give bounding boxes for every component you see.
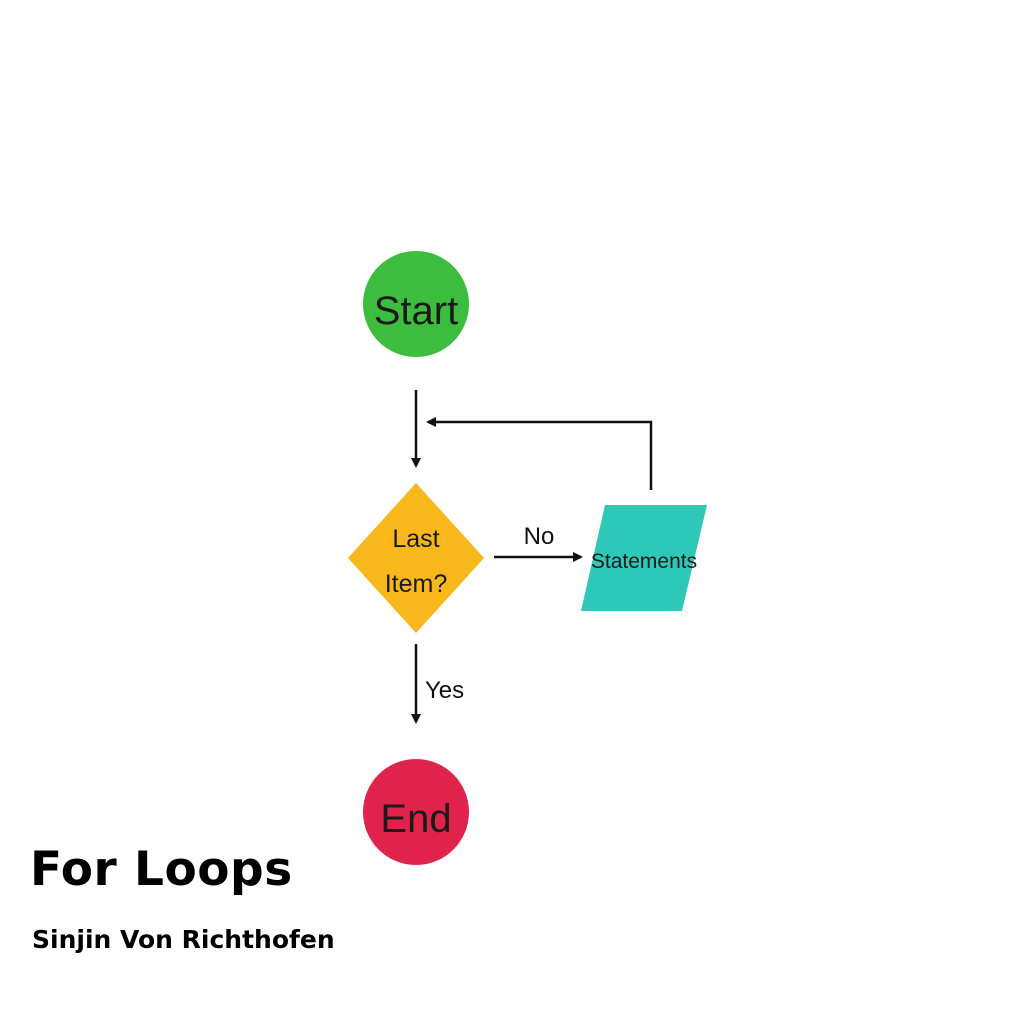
statements-node: Statements [581, 505, 707, 611]
end-circle [363, 759, 469, 865]
decision-label-line1: Last [392, 525, 439, 553]
start-label: Start [374, 289, 458, 333]
decision-label-line2: Item? [385, 570, 448, 598]
page-title: For Loops [30, 842, 293, 897]
decision-diamond [348, 483, 484, 633]
statements-parallelogram [581, 505, 707, 611]
start-node: Start [363, 251, 469, 357]
end-label: End [380, 797, 451, 841]
start-circle [363, 251, 469, 357]
end-node: End [363, 759, 469, 865]
author-name: Sinjin Von Richthofen [32, 925, 335, 954]
edge-yes-label: Yes [425, 677, 464, 704]
edge-statements-loop-back [426, 417, 653, 490]
edge-no-label: No [524, 523, 555, 550]
decision-node: Last Item? [348, 483, 484, 633]
statements-label: Statements [591, 550, 697, 573]
